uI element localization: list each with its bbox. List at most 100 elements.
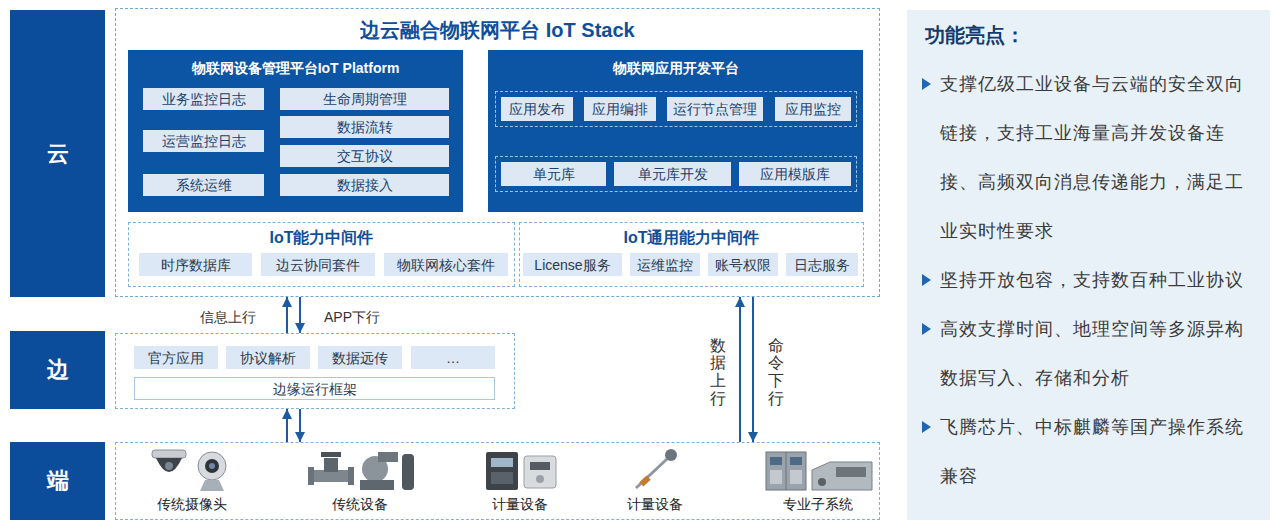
control-cabinet-icon-part <box>770 457 782 465</box>
valve-icon-part <box>321 452 341 457</box>
device-label: 传统摄像头 <box>157 496 227 514</box>
flow-label: 数据上行 <box>710 337 726 407</box>
box-label: 单元库 <box>533 164 575 184</box>
meter-icon-part <box>530 462 550 470</box>
flow-arrow <box>299 409 301 442</box>
component-box: 时序数据库 <box>139 253 252 276</box>
dome-camera-icon <box>152 450 186 472</box>
component-box: 边云协同套件 <box>261 253 375 276</box>
box-label: 账号权限 <box>715 255 771 275</box>
function-box: 运营监控日志 <box>143 130 264 152</box>
box-label: 系统运维 <box>176 175 232 195</box>
component-box: 数据远传 <box>318 346 402 369</box>
flow-arrow <box>286 409 288 442</box>
box-label: 运行节点管理 <box>673 99 757 119</box>
machine-icon <box>812 462 872 490</box>
flow-label: APP下行 <box>324 309 380 327</box>
webcam-icon-part <box>209 463 215 469</box>
box-label: 官方应用 <box>148 348 204 368</box>
device-label: 传统设备 <box>332 496 388 514</box>
box-label: 交互协议 <box>337 146 393 166</box>
box-label: 应用监控 <box>785 99 841 119</box>
function-box: 应用监控 <box>775 97 851 121</box>
function-box: 业务监控日志 <box>143 88 264 110</box>
flow-arrow <box>739 297 741 442</box>
box-label: License服务 <box>534 255 610 275</box>
probe-icon-part <box>639 475 650 486</box>
function-box: 系统运维 <box>143 174 264 196</box>
component-box: 物联网核心套件 <box>384 253 508 276</box>
panel-title: IoT通用能力中间件 <box>520 228 863 248</box>
layer-band: 边 <box>10 331 105 409</box>
probe-icon-part <box>665 449 677 461</box>
probe-icon-part <box>636 459 667 488</box>
layer-name: 边 <box>47 355 69 385</box>
valve-icon-part <box>324 458 338 472</box>
webcam-icon-part <box>200 480 224 491</box>
panel-title: IoT能力中间件 <box>129 228 514 248</box>
box-label: 数据流转 <box>337 117 393 137</box>
layer-name: 端 <box>47 466 69 496</box>
box-label: … <box>446 348 460 368</box>
bullet-text: 支撑亿级工业设备与云端的安全双向 链接，支持工业海量高并发设备连 接、高频双向消… <box>940 60 1264 256</box>
device-label: 计量设备 <box>492 496 548 514</box>
box-label: 应用编排 <box>592 99 648 119</box>
flow-label: 信息上行 <box>200 309 256 327</box>
box-label: 物联网核心套件 <box>397 255 495 275</box>
flow-arrow <box>299 297 301 333</box>
control-cabinet-icon-part <box>766 452 806 490</box>
flow-arrow <box>752 297 754 442</box>
webcam-icon-part <box>198 452 226 480</box>
platform-panel: 业务监控日志运营监控日志系统运维生命周期管理数据流转交互协议数据接入物联网设备管… <box>128 50 463 212</box>
function-box: 数据流转 <box>280 116 449 138</box>
function-box: 运行节点管理 <box>667 97 763 121</box>
function-box: 应用编排 <box>584 97 656 121</box>
platform-panel: 应用发布应用编排运行节点管理应用监控单元库单元库开发应用模版库物联网应用开发平台 <box>488 50 863 212</box>
dome-camera-icon-part <box>156 458 182 472</box>
middleware-frame: 时序数据库 边云协同套件 物联网核心套件 IoT能力中间件 <box>128 222 515 287</box>
box-label: 单元库开发 <box>638 164 708 184</box>
pump-icon <box>360 452 414 490</box>
middleware-frame: License服务运维监控账号权限日志服务IoT通用能力中间件 <box>519 222 864 287</box>
bullet-text: 飞腾芯片、中标麒麟等国产操作系统 兼容 <box>940 403 1264 501</box>
probe-icon <box>636 449 677 488</box>
layer-name: 云 <box>47 139 69 169</box>
control-cabinet-icon <box>766 452 806 490</box>
layer-frame: 官方应用 协议解析 数据远传 … 边缘运行框架 <box>115 333 515 409</box>
meter-icon-part <box>486 452 518 490</box>
valve-icon <box>308 452 354 485</box>
webcam-icon-part <box>205 459 219 473</box>
component-box: License服务 <box>523 253 622 276</box>
valve-icon-part <box>348 467 354 485</box>
flow-label: 命令下行 <box>768 337 784 407</box>
meter-icon-part <box>491 472 513 484</box>
webcam-icon <box>198 452 226 491</box>
machine-icon-part <box>836 467 866 477</box>
dome-camera-icon-part <box>152 450 186 458</box>
function-box: 单元库开发 <box>614 162 731 186</box>
box-label: 时序数据库 <box>161 255 231 275</box>
bullet-text: 高效支撑时间、地理空间等多源异构 数据写入、存储和分析 <box>940 305 1264 403</box>
device-label: 专业子系统 <box>783 496 853 514</box>
box-label: 生命周期管理 <box>323 89 407 109</box>
platform-frame: 业务监控日志运营监控日志系统运维生命周期管理数据流转交互协议数据接入物联网设备管… <box>115 8 880 297</box>
function-box: 应用发布 <box>501 97 573 121</box>
box-label: 边缘运行框架 <box>273 379 357 399</box>
framework-box: 边缘运行框架 <box>134 377 495 400</box>
layer-band: 云 <box>10 10 105 297</box>
box-label: 协议解析 <box>240 348 296 368</box>
box-label: 应用模版库 <box>760 164 830 184</box>
box-label: 业务监控日志 <box>162 89 246 109</box>
valve-icon-part <box>308 467 314 485</box>
function-box: 单元库 <box>501 162 606 186</box>
dome-camera-icon-part <box>165 462 173 470</box>
meter-icon-part <box>491 458 513 467</box>
meter-icon <box>486 452 556 490</box>
highlight-title: 功能亮点： <box>925 20 1270 60</box>
machine-icon-part <box>818 478 826 486</box>
pump-icon-part <box>360 480 394 490</box>
pump-icon-part <box>402 454 414 490</box>
layer-band: 端 <box>10 442 105 520</box>
component-box: 运维监控 <box>630 253 700 276</box>
